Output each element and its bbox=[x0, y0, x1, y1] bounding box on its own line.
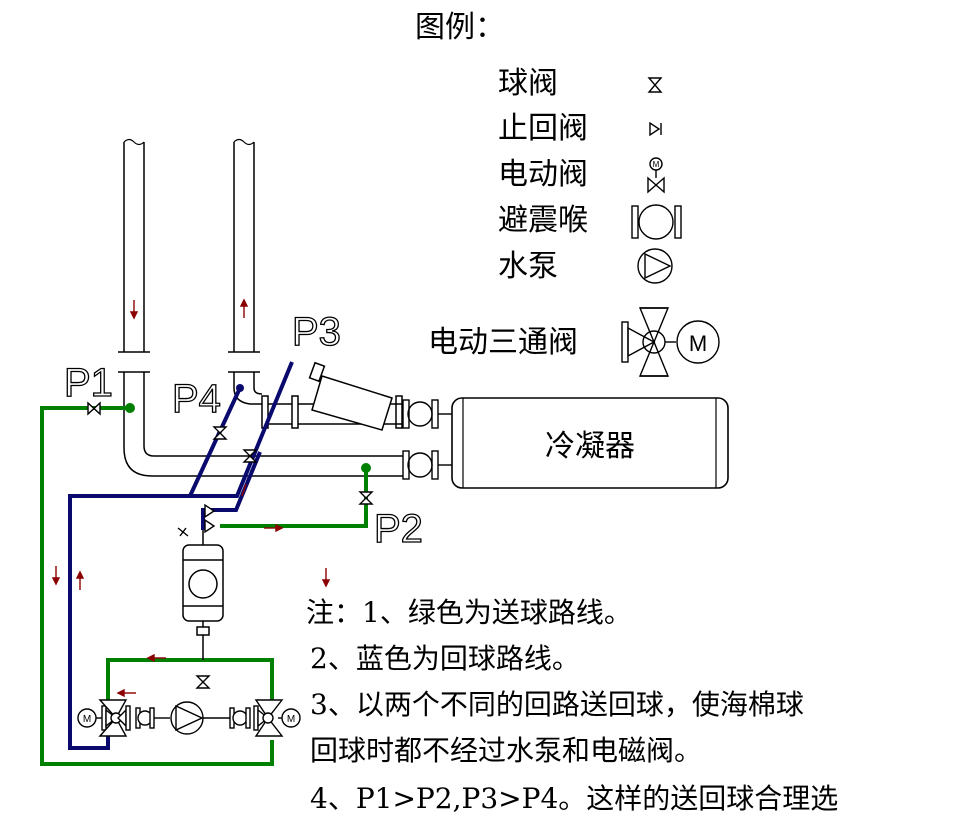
point-label-p1: P1 bbox=[64, 361, 113, 405]
legend-label-check-valve: 止回阀 bbox=[498, 111, 588, 146]
check-valve-icon bbox=[204, 503, 216, 534]
svg-text:M: M bbox=[653, 160, 660, 169]
note-line-2: 2、蓝色为回球路线。 bbox=[310, 642, 580, 675]
p4-tap bbox=[236, 384, 244, 392]
note-line-3: 3、以两个不同的回路送回球，使海棉球 bbox=[310, 688, 804, 721]
ball-collector bbox=[308, 361, 393, 431]
right-motor-label: M bbox=[287, 714, 295, 725]
ball-valve-icon bbox=[242, 449, 258, 463]
note-line-4: 回球时都不经过水泵和电磁阀。 bbox=[310, 734, 702, 767]
point-label-p2: P2 bbox=[374, 507, 423, 551]
vent-valve-icon bbox=[177, 527, 189, 537]
p1-tap bbox=[125, 403, 135, 413]
condenser-label: 冷凝器 bbox=[545, 429, 635, 464]
pump-icon bbox=[637, 248, 673, 284]
legend-label-motor-3way-valve: 电动三通阀 bbox=[428, 325, 578, 360]
return-lines bbox=[68, 361, 294, 750]
vibration-joint-icon bbox=[402, 399, 452, 429]
motor-3way-valve-icon: M bbox=[621, 307, 720, 377]
note-line-5: 4、P1>P2,P3>P4。这样的送回球合理选 bbox=[310, 782, 838, 815]
check-valve-icon bbox=[649, 121, 662, 137]
svg-text:M: M bbox=[689, 331, 707, 356]
ball-valve-icon bbox=[212, 426, 228, 440]
ball-valve-icon bbox=[87, 401, 101, 416]
legend-label-vibration-joint: 避震喉 bbox=[498, 203, 588, 238]
ball-valve-icon bbox=[358, 491, 374, 505]
point-label-p4: P4 bbox=[172, 377, 221, 421]
point-label-p3: P3 bbox=[292, 310, 341, 354]
legend-title: 图例： bbox=[415, 10, 505, 45]
vibration-joint-icon bbox=[631, 204, 682, 240]
supply-lines bbox=[40, 406, 368, 766]
legend: 图例： 球阀 止回阀 电动阀 M 避震喉 水泵 电动三通阀 bbox=[415, 10, 720, 377]
main-pipes bbox=[118, 138, 403, 477]
condenser: 冷凝器 bbox=[451, 397, 729, 489]
ball-valve-icon bbox=[647, 77, 663, 93]
notes: 注：1、绿色为送球路线。 2、蓝色为回球路线。 3、以两个不同的回路送回球，使海… bbox=[306, 596, 838, 815]
legend-label-ball-valve: 球阀 bbox=[498, 66, 558, 101]
ball-tank bbox=[182, 530, 224, 660]
legend-label-motorized-valve: 电动阀 bbox=[498, 157, 588, 192]
motorized-valve-icon: M bbox=[647, 157, 665, 194]
left-motor-label: M bbox=[83, 714, 91, 725]
note-line-1: 注：1、绿色为送球路线。 bbox=[306, 596, 632, 629]
vibration-joint-icon bbox=[402, 450, 452, 480]
flow-arrows bbox=[51, 298, 331, 698]
pump-group bbox=[77, 699, 301, 737]
p2-tap bbox=[361, 463, 371, 473]
ball-valve-icon bbox=[195, 675, 211, 689]
legend-label-pump: 水泵 bbox=[498, 249, 558, 284]
